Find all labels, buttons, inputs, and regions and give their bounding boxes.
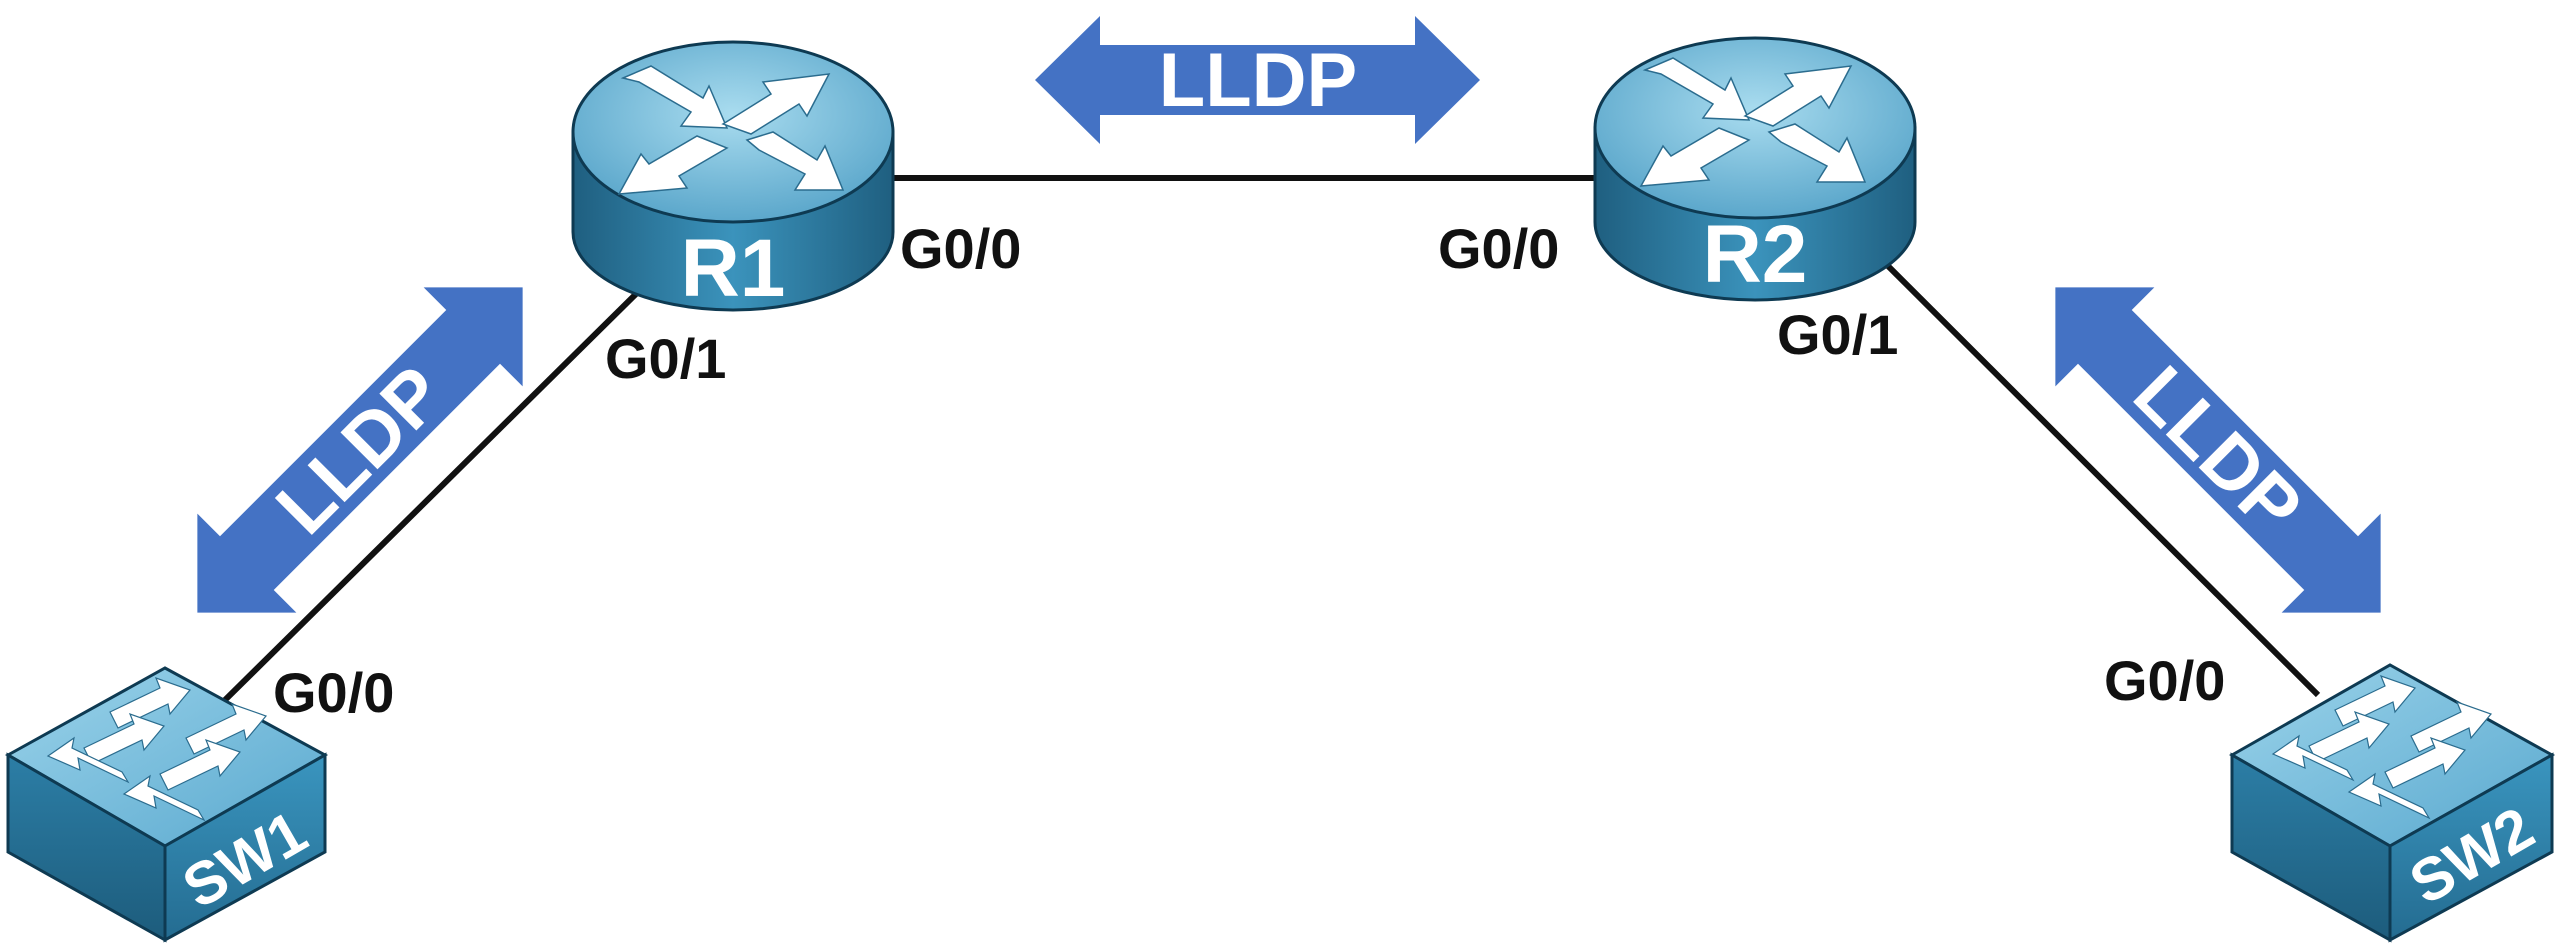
lldp-label-right: LLDP bbox=[2117, 350, 2317, 550]
r1-port-g0-0: G0/0 bbox=[900, 217, 1021, 280]
link-r2-sw2 bbox=[1877, 255, 2321, 698]
lldp-label-top: LLDP bbox=[1159, 38, 1357, 123]
lldp-arrow-top: LLDP bbox=[1035, 16, 1480, 144]
lldp-arrow-left: LLDP bbox=[197, 287, 523, 613]
switch-arrows-icon bbox=[46, 676, 268, 822]
router-r2[interactable]: R2 bbox=[1593, 36, 1917, 302]
r2-port-g0-0: G0/0 bbox=[1438, 217, 1559, 280]
sw2-port-g0-0: G0/0 bbox=[2104, 649, 2225, 712]
r2-port-g0-1: G0/1 bbox=[1777, 303, 1898, 366]
r2-label: R2 bbox=[1703, 209, 1808, 300]
lldp-label-left: LLDP bbox=[260, 350, 460, 550]
switch-sw2[interactable]: SW2 bbox=[2228, 663, 2556, 943]
switch-arrows-icon bbox=[2271, 674, 2493, 820]
r1-label: R1 bbox=[681, 223, 786, 314]
r1-port-g0-1: G0/1 bbox=[605, 327, 726, 390]
router-r1[interactable]: R1 bbox=[571, 40, 895, 314]
router-arrows-icon bbox=[1639, 57, 1867, 187]
sw1-port-g0-0: G0/0 bbox=[273, 661, 394, 724]
link-r1-sw1 bbox=[222, 287, 643, 703]
router-arrows-icon bbox=[617, 65, 845, 195]
